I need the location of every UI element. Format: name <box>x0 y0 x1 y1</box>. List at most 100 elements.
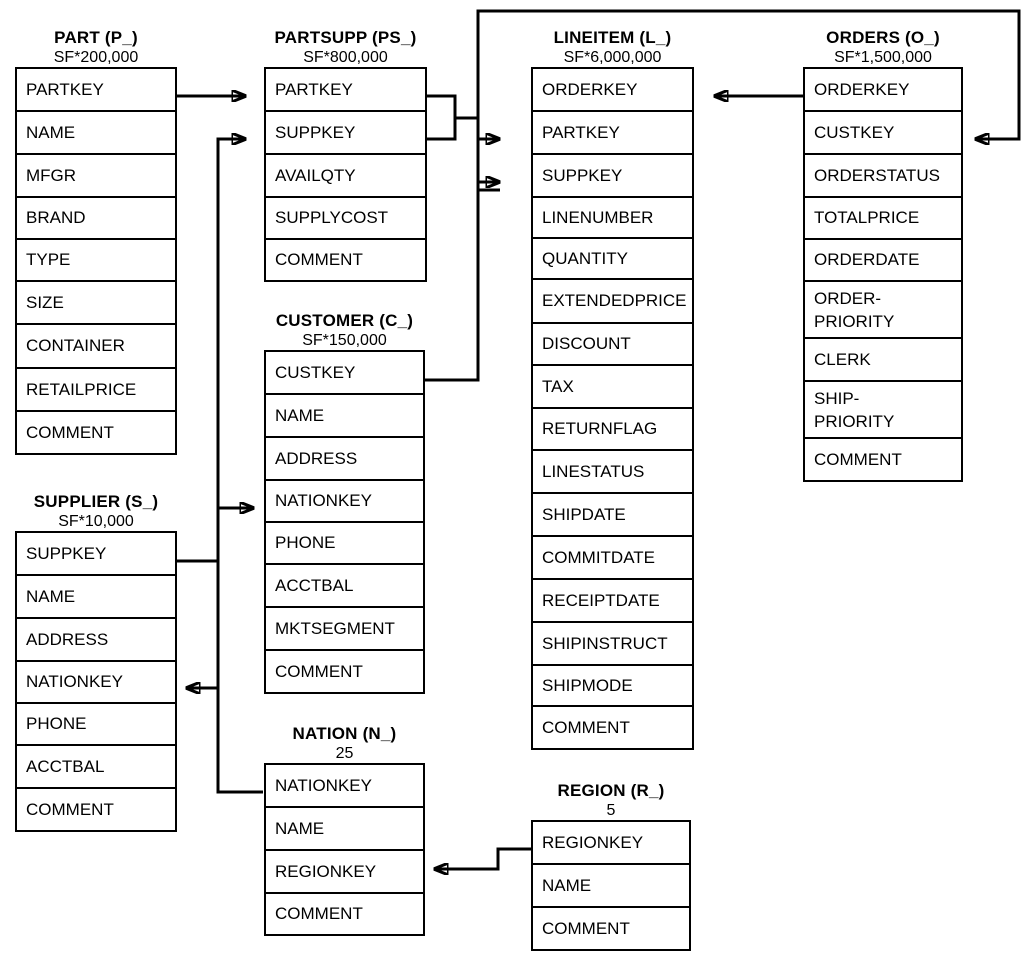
field-row[interactable]: NAME <box>266 395 423 438</box>
field-row[interactable]: COMMENT <box>266 240 425 282</box>
table-nation-cardinality: 25 <box>335 745 354 762</box>
field-row[interactable]: PARTKEY <box>533 112 692 155</box>
field-row[interactable]: NAME <box>17 576 175 619</box>
field-row[interactable]: NATIONKEY <box>17 662 175 704</box>
wire-customer-to-orders <box>425 9 1021 382</box>
table-lineitem-title: LINEITEM (L_) <box>553 28 672 47</box>
field-row[interactable]: CLERK <box>805 339 961 382</box>
field-row[interactable]: REGIONKEY <box>533 822 689 865</box>
table-supplier-title: SUPPLIER (S_) <box>33 492 159 511</box>
field-row[interactable]: SUPPLYCOST <box>266 198 425 240</box>
table-part[interactable]: PART (P_) SF*200,000 PARTKEY NAME MFGR B… <box>15 28 177 455</box>
field-row[interactable]: ADDRESS <box>17 619 175 662</box>
table-supplier-fields: SUPPKEY NAME ADDRESS NATIONKEY PHONE ACC… <box>15 531 177 832</box>
table-customer-title: CUSTOMER (C_) <box>275 311 414 330</box>
field-row[interactable]: RECEIPTDATE <box>533 580 692 623</box>
table-customer-cardinality: SF*150,000 <box>302 332 387 349</box>
field-row[interactable]: BRAND <box>17 198 175 240</box>
table-nation-title: NATION (N_) <box>292 724 397 743</box>
wire-nation-to-customer <box>216 508 263 794</box>
field-row[interactable]: DISCOUNT <box>533 324 692 366</box>
table-supplier[interactable]: SUPPLIER (S_) SF*10,000 SUPPKEY NAME ADD… <box>15 492 177 832</box>
table-orders-fields: ORDERKEY CUSTKEY ORDERSTATUS TOTALPRICE … <box>803 67 963 482</box>
field-row[interactable]: PHONE <box>17 704 175 746</box>
table-lineitem-fields: ORDERKEY PARTKEY SUPPKEY LINENUMBER QUAN… <box>531 67 694 750</box>
table-customer-fields: CUSTKEY NAME ADDRESS NATIONKEY PHONE ACC… <box>264 350 425 694</box>
field-row[interactable]: AVAILQTY <box>266 155 425 198</box>
field-row[interactable]: ORDERKEY <box>805 69 961 112</box>
table-supplier-cardinality: SF*10,000 <box>58 513 134 530</box>
field-row[interactable]: RETURNFLAG <box>533 409 692 451</box>
field-row[interactable]: QUANTITY <box>533 239 692 280</box>
field-row[interactable]: SHIPDATE <box>533 494 692 537</box>
wire-partsupp-merge <box>427 94 500 192</box>
table-region[interactable]: REGION (R_) 5 REGIONKEY NAME COMMENT <box>531 781 691 951</box>
table-partsupp-cardinality: SF*800,000 <box>303 49 388 66</box>
table-orders-title: ORDERS (O_) <box>826 28 940 47</box>
field-row[interactable]: TAX <box>533 366 692 409</box>
field-row[interactable]: NAME <box>266 808 423 851</box>
field-row[interactable]: EXTENDEDPRICE <box>533 280 692 324</box>
field-row[interactable]: NAME <box>533 865 689 908</box>
table-nation[interactable]: NATION (N_) 25 NATIONKEY NAME REGIONKEY … <box>264 724 425 936</box>
field-row[interactable]: ACCTBAL <box>266 565 423 608</box>
field-row[interactable]: NATIONKEY <box>266 481 423 523</box>
field-row[interactable]: COMMENT <box>17 412 175 455</box>
field-row[interactable]: TOTALPRICE <box>805 198 961 240</box>
field-row[interactable]: PARTKEY <box>266 69 425 112</box>
field-row[interactable]: LINENUMBER <box>533 198 692 239</box>
table-region-fields: REGIONKEY NAME COMMENT <box>531 820 691 951</box>
table-partsupp-title: PARTSUPP (PS_) <box>274 28 417 47</box>
field-row[interactable]: ORDERSTATUS <box>805 155 961 198</box>
field-label: EXTENDEDPRICE <box>542 291 687 310</box>
field-row[interactable]: MKTSEGMENT <box>266 608 423 651</box>
field-row[interactable]: COMMENT <box>533 707 692 750</box>
wire-region-to-nation <box>434 847 531 869</box>
field-row[interactable]: PARTKEY <box>17 69 175 112</box>
table-nation-fields: NATIONKEY NAME REGIONKEY COMMENT <box>264 763 425 936</box>
field-row[interactable]: TYPE <box>17 240 175 282</box>
field-row[interactable]: CUSTKEY <box>266 352 423 395</box>
table-partsupp-fields: PARTKEY SUPPKEY AVAILQTY SUPPLYCOST COMM… <box>264 67 427 282</box>
field-row[interactable]: COMMENT <box>533 908 689 951</box>
field-row[interactable]: SHIP-PRIORITY <box>805 382 961 439</box>
table-part-fields: PARTKEY NAME MFGR BRAND TYPE SIZE CONTAI… <box>15 67 177 455</box>
field-row[interactable]: CUSTKEY <box>805 112 961 155</box>
field-row[interactable]: LINESTATUS <box>533 451 692 494</box>
field-row[interactable]: CONTAINER <box>17 325 175 369</box>
field-row[interactable]: ORDERDATE <box>805 240 961 282</box>
field-row[interactable]: COMMENT <box>805 439 961 482</box>
field-row[interactable]: RETAILPRICE <box>17 369 175 412</box>
field-row[interactable]: COMMENT <box>266 894 423 936</box>
field-row[interactable]: SHIPMODE <box>533 666 692 707</box>
wire-supplier-to-partsupp <box>177 139 246 563</box>
field-row[interactable]: COMMITDATE <box>533 537 692 580</box>
field-row[interactable]: SUPPKEY <box>266 112 425 155</box>
table-lineitem[interactable]: LINEITEM (L_) SF*6,000,000 ORDERKEY PART… <box>531 28 694 750</box>
table-region-title: REGION (R_) <box>557 781 665 800</box>
table-partsupp[interactable]: PARTSUPP (PS_) SF*800,000 PARTKEY SUPPKE… <box>264 28 427 282</box>
field-row[interactable]: NATIONKEY <box>266 765 423 808</box>
table-orders[interactable]: ORDERS (O_) SF*1,500,000 ORDERKEY CUSTKE… <box>803 28 963 482</box>
field-row[interactable]: ADDRESS <box>266 438 423 481</box>
table-region-cardinality: 5 <box>606 802 616 819</box>
field-row[interactable]: MFGR <box>17 155 175 198</box>
table-orders-cardinality: SF*1,500,000 <box>834 49 932 66</box>
field-row[interactable]: ACCTBAL <box>17 746 175 789</box>
field-row[interactable]: SUPPKEY <box>17 533 175 576</box>
wire-partsupp-suppkey-join <box>427 118 457 141</box>
field-row[interactable]: REGIONKEY <box>266 851 423 894</box>
field-row[interactable]: SHIPINSTRUCT <box>533 623 692 666</box>
table-part-cardinality: SF*200,000 <box>53 49 139 66</box>
field-row[interactable]: ORDER-PRIORITY <box>805 282 961 339</box>
field-row[interactable]: NAME <box>17 112 175 155</box>
field-row[interactable]: SUPPKEY <box>533 155 692 198</box>
table-lineitem-cardinality: SF*6,000,000 <box>563 49 662 66</box>
field-row[interactable]: PHONE <box>266 523 423 565</box>
field-row[interactable]: COMMENT <box>266 651 423 694</box>
field-row[interactable]: ORDERKEY <box>533 69 692 112</box>
field-row[interactable]: SIZE <box>17 282 175 325</box>
field-row[interactable]: COMMENT <box>17 789 175 832</box>
table-customer[interactable]: CUSTOMER (C_) SF*150,000 CUSTKEY NAME AD… <box>264 311 425 694</box>
